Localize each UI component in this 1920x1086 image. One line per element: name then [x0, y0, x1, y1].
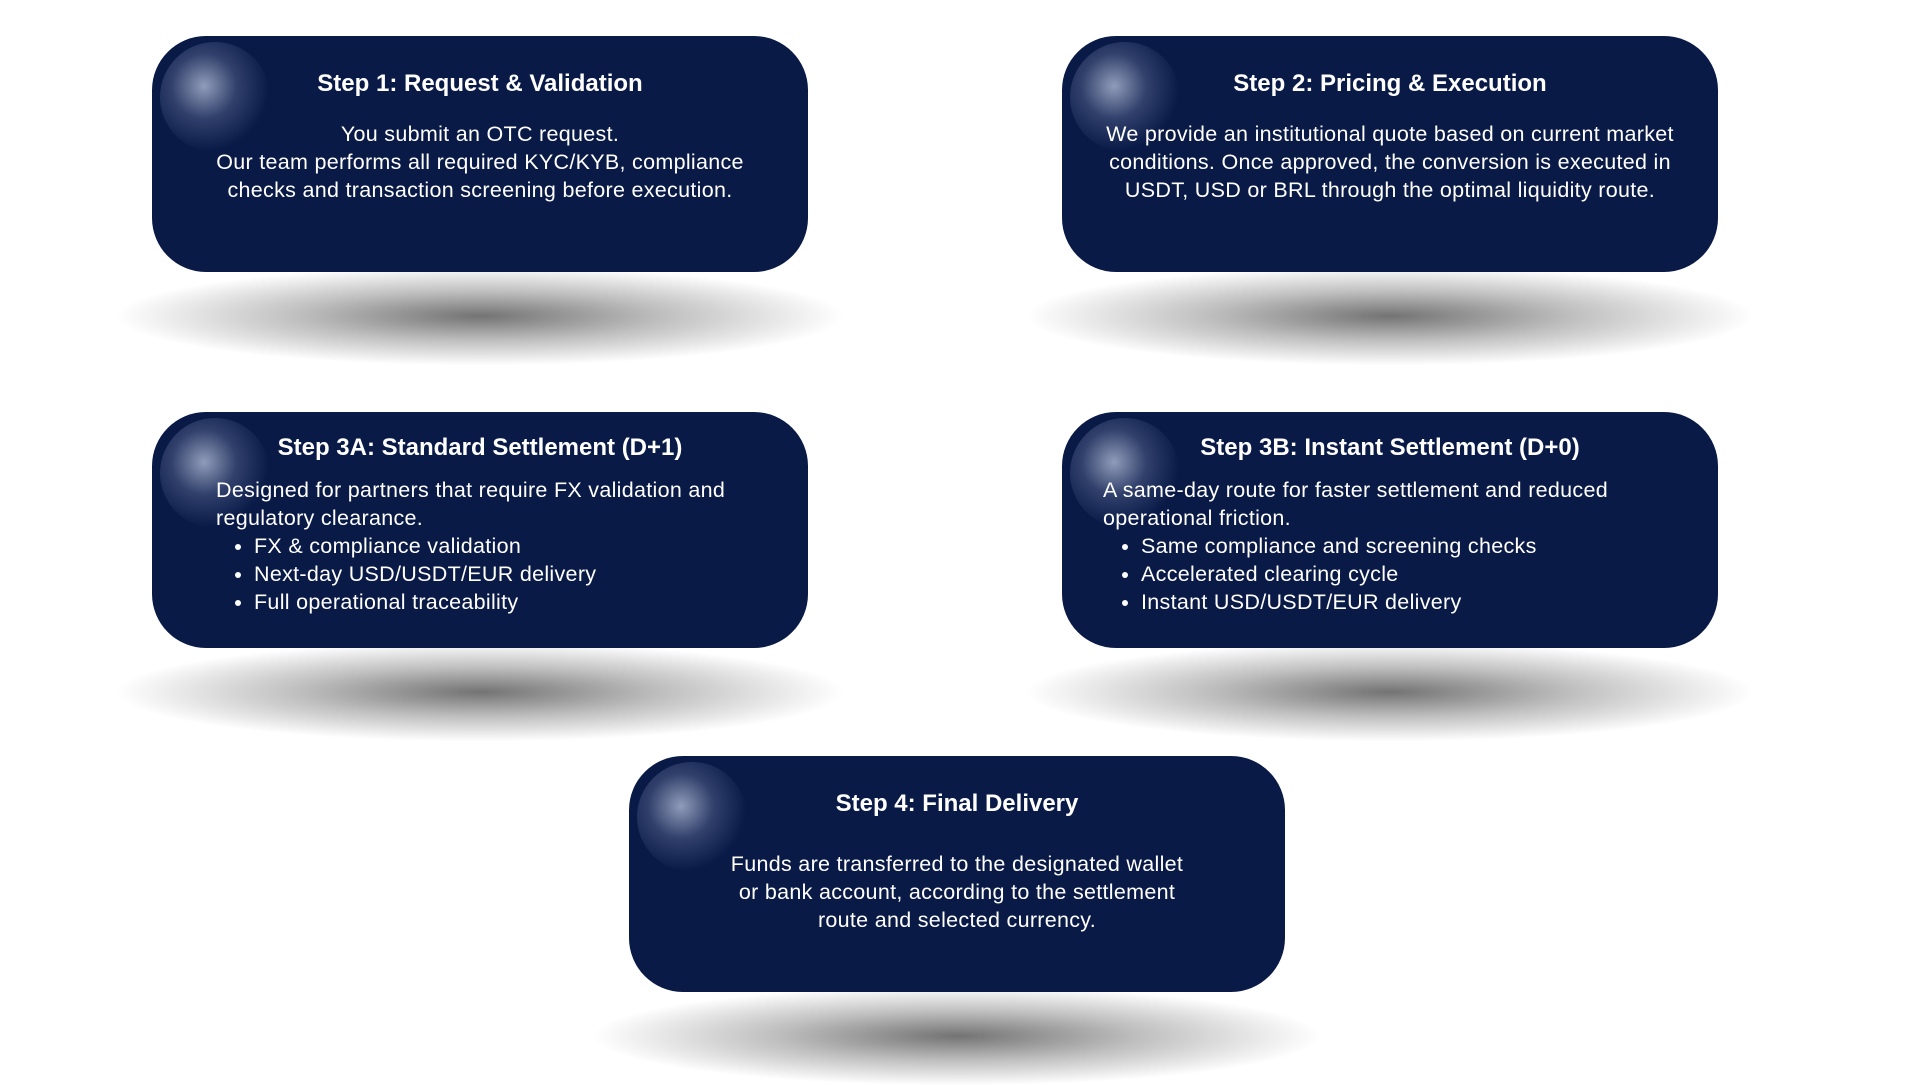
step-title: Step 2: Pricing & Execution: [1233, 70, 1547, 97]
bullet-item: Next-day USD/USDT/EUR delivery: [254, 560, 768, 588]
bullet-item: Same compliance and screening checks: [1141, 532, 1678, 560]
step-title: Step 4: Final Delivery: [835, 790, 1079, 817]
step-4-card-wrap: Step 4: Final Delivery Funds are transfe…: [589, 756, 1325, 1086]
step-description: Funds are transferred to the designated …: [730, 852, 1184, 932]
step-3b-card-wrap: Step 3B: Instant Settlement (D+0) A same…: [1022, 412, 1758, 742]
step-text: Designed for partners that require FX va…: [216, 478, 726, 530]
bullet-list: Same compliance and screening checks Acc…: [1103, 532, 1678, 616]
step-1-card-wrap: Step 1: Request & Validation You submit …: [112, 36, 848, 366]
bullet-item: Full operational traceability: [254, 588, 768, 616]
card-shadow: [112, 642, 848, 742]
step-1-card: Step 1: Request & Validation You submit …: [152, 36, 808, 272]
step-3b-card: Step 3B: Instant Settlement (D+0) A same…: [1062, 412, 1718, 648]
step-2-card: Step 2: Pricing & Execution We provide a…: [1062, 36, 1718, 272]
step-title: Step 3A: Standard Settlement (D+1): [277, 434, 683, 461]
step-text: A same-day route for faster settlement a…: [1103, 478, 1608, 530]
card-shadow: [112, 266, 848, 366]
bullet-list: FX & compliance validation Next-day USD/…: [216, 532, 768, 616]
step-4-card: Step 4: Final Delivery Funds are transfe…: [629, 756, 1285, 992]
step-description: Designed for partners that require FX va…: [192, 476, 768, 616]
bullet-item: Instant USD/USDT/EUR delivery: [1141, 588, 1678, 616]
step-3a-card: Step 3A: Standard Settlement (D+1) Desig…: [152, 412, 808, 648]
step-description: We provide an institutional quote based …: [1106, 122, 1674, 202]
step-text-line: Our team performs all required KYC/KYB, …: [216, 150, 744, 202]
card-shadow: [1022, 642, 1758, 742]
step-3a-card-wrap: Step 3A: Standard Settlement (D+1) Desig…: [112, 412, 848, 742]
bullet-item: FX & compliance validation: [254, 532, 768, 560]
card-shadow: [589, 986, 1325, 1086]
card-shadow: [1022, 266, 1758, 366]
bullet-item: Accelerated clearing cycle: [1141, 560, 1678, 588]
step-description: A same-day route for faster settlement a…: [1102, 476, 1678, 616]
step-text-line: You submit an OTC request.: [340, 122, 620, 146]
step-title: Step 3B: Instant Settlement (D+0): [1200, 434, 1580, 461]
step-title: Step 1: Request & Validation: [317, 70, 643, 97]
step-description: You submit an OTC request. Our team perf…: [192, 120, 768, 204]
step-2-card-wrap: Step 2: Pricing & Execution We provide a…: [1022, 36, 1758, 366]
